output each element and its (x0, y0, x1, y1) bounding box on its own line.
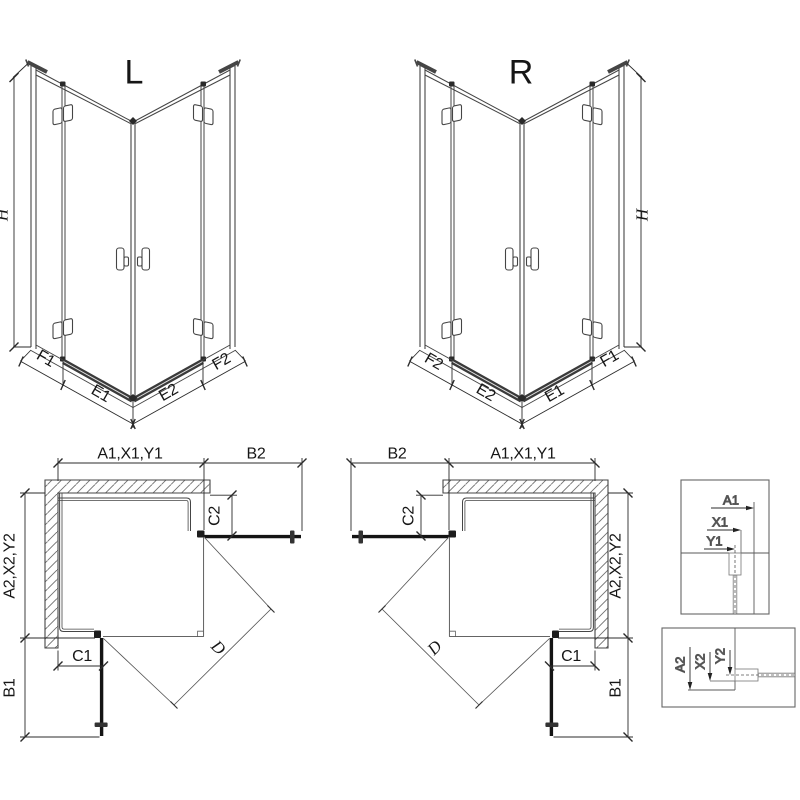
dim-label-c2-left-plan: C2 (207, 506, 224, 526)
dim-label-a1x1y1-left-plan: A1,X1,Y1 (97, 446, 163, 463)
detail-label-y1: Y1 (707, 534, 723, 549)
dim-label-a2x2y2-right-plan: A2,X2,Y2 (608, 533, 625, 599)
iso-view-left: L H F1 E1 E2 F2 (0, 54, 247, 430)
dim-label-c1-left-plan: C1 (72, 648, 92, 665)
dim-label-b1-right-plan: B1 (608, 678, 625, 697)
dim-label-c2-right-plan: C2 (401, 506, 418, 526)
dim-label-f1-right: F1 (597, 347, 621, 371)
dim-label-b2-left-plan: B2 (247, 446, 266, 463)
dim-label-f1-left: F1 (33, 347, 57, 371)
view-title-right: R (509, 54, 534, 92)
detail-label-x2: X2 (693, 654, 708, 670)
wall-right-plan (442, 479, 609, 649)
plan-view-right: B2 A1,X1,Y1 C2 A2,X2,Y2 B1 C1 D (344, 446, 635, 744)
detail-label-y2: Y2 (713, 648, 728, 664)
dim-label-height-right: H (633, 207, 652, 222)
dim-label-f2-right: F2 (421, 350, 445, 374)
dim-label-f2-left: F2 (209, 350, 233, 374)
plan-view-left: A1,X1,Y1 B2 C2 A2,X2,Y2 B1 C1 D (2, 446, 309, 744)
iso-view-right: R H F2 E2 E1 F1 (408, 54, 652, 430)
dim-label-height-left: H (0, 207, 12, 222)
dim-label-b1-left-plan: B1 (2, 678, 19, 697)
view-title-left: L (125, 54, 144, 92)
dim-label-a2x2y2-left-plan: A2,X2,Y2 (2, 533, 19, 599)
wall-left-plan (44, 479, 211, 649)
dim-label-d-left-plan: D (207, 636, 230, 659)
detail-box-bottom: A2 X2 Y2 (661, 627, 796, 708)
detail-label-x1: X1 (712, 515, 728, 530)
dim-label-d-right-plan: D (423, 636, 446, 659)
dim-label-b2-right-plan: B2 (388, 446, 407, 463)
dim-label-c1-right-plan: C1 (561, 648, 581, 665)
dim-label-a1x1y1-right-plan: A1,X1,Y1 (490, 446, 556, 463)
detail-label-a2: A2 (673, 657, 688, 673)
detail-label-a1: A1 (723, 493, 739, 508)
detail-box-top: A1 X1 Y1 (680, 479, 770, 615)
